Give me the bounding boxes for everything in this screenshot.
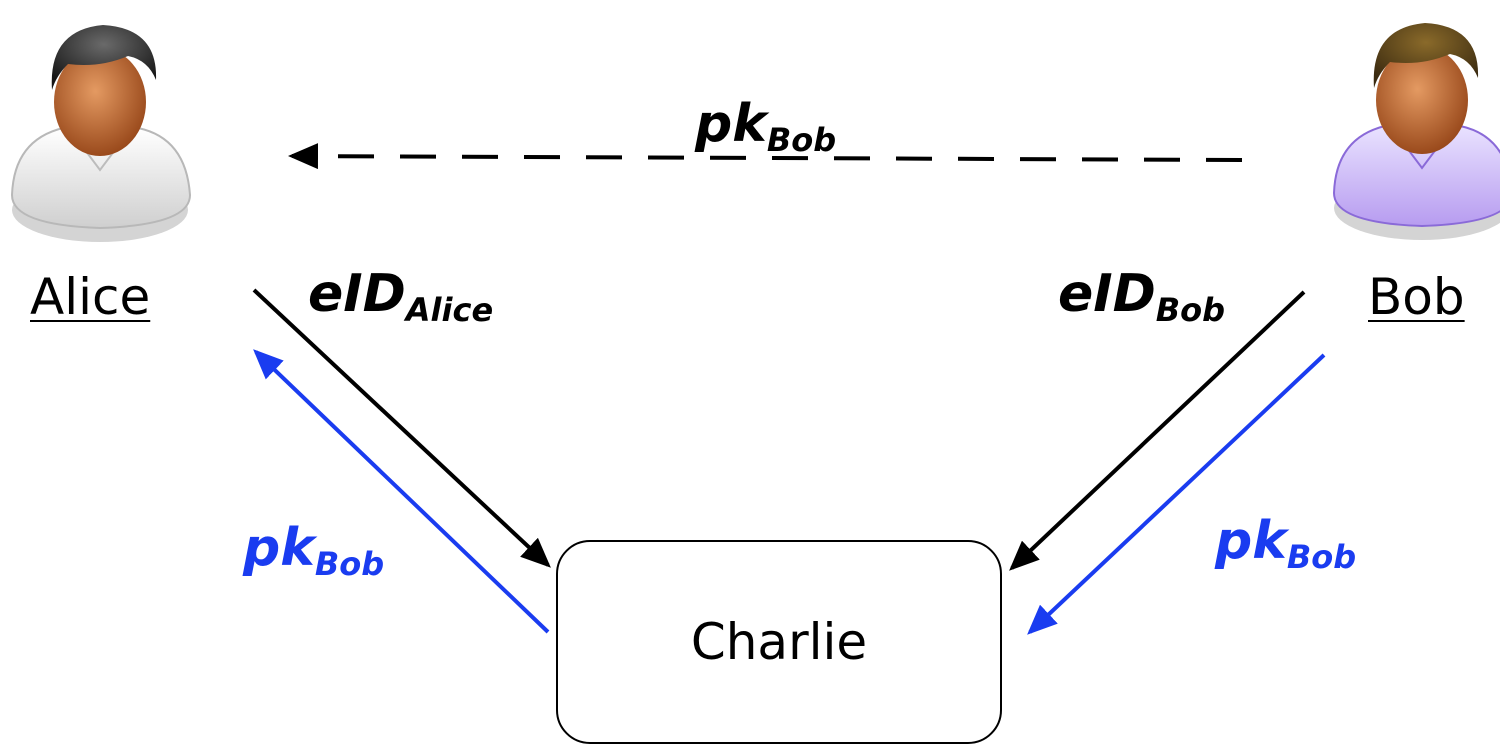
bob-label: Bob [1368,268,1465,326]
label-pk-bob-left: pkBob [243,522,384,580]
label-sub: Bob [1155,291,1226,329]
label-pk-bob-top: pkBob [695,98,836,156]
label-base: eID [308,264,406,324]
label-base: pk [1215,511,1287,571]
label-base: eID [1058,264,1156,324]
alice-avatar-icon [10,25,192,242]
label-eid-alice: eIDAlice [308,268,493,326]
label-pk-bob-right: pkBob [1215,515,1356,573]
charlie-label: Charlie [690,613,868,671]
label-eid-bob: eIDBob [1058,268,1225,326]
label-base: pk [243,518,315,578]
bob-avatar-icon [1332,23,1500,240]
charlie-node: Charlie [556,540,1002,744]
alice-label: Alice [30,268,151,326]
arrow-charlie-to-alice [253,349,550,634]
arrow-bob-to-charlie [1009,290,1306,571]
arrow-alice-to-charlie [252,288,551,568]
arrow-bob-to-charlie-blue [1027,353,1326,635]
label-base: pk [695,94,767,154]
dashed-arrow-bob-to-alice [288,143,1243,170]
label-sub: Bob [314,545,385,583]
label-sub: Bob [1286,538,1357,576]
label-sub: Alice [405,291,494,329]
label-sub: Bob [766,121,837,159]
